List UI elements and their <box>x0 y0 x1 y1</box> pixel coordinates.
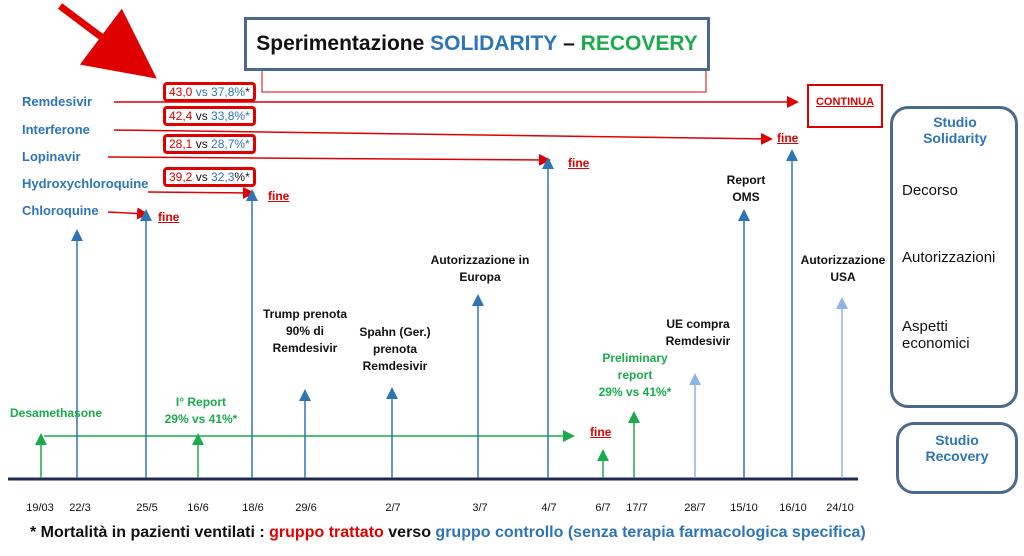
event-spahn: Spahn (Ger.) prenota Remdesivir <box>359 325 431 373</box>
title-prefix: Sperimentazione <box>256 32 425 55</box>
title-recovery: RECOVERY <box>580 32 698 55</box>
date-label: 28/7 <box>684 502 706 514</box>
lopinavir-arrow <box>107 153 551 166</box>
result-box-lopinavir: 28,1 vs 28,7%* <box>163 134 256 154</box>
date-label: 16/10 <box>779 502 807 514</box>
footnote-mid: verso <box>388 524 431 541</box>
asterisk: %* <box>234 170 250 184</box>
vs-text: vs <box>195 137 208 151</box>
drug-label-lopinavir: Lopinavir <box>22 149 81 164</box>
title-connector <box>261 71 707 93</box>
chloroquine-arrow <box>107 207 149 220</box>
first-report-title: I° Report <box>175 395 227 409</box>
solidarity-item-autorizzazioni: Autorizzazioni <box>902 249 996 266</box>
event-usa: Autorizzazione USA <box>800 253 886 284</box>
vs-text: vs <box>195 170 208 184</box>
result-box-interferone: 42,4 vs 33,8%* <box>163 106 256 126</box>
event-first-report: I° Report 29% vs 41%* <box>158 394 244 428</box>
asterisk: * <box>245 85 250 99</box>
solidarity-panel <box>890 106 1018 408</box>
footnote-treated: gruppo trattato <box>269 524 384 541</box>
footnote-control: gruppo controllo (senza terapia farmacol… <box>435 524 866 541</box>
control-value: 32,3 <box>211 170 235 184</box>
fine-interferone: fine <box>777 131 799 145</box>
event-trump: Trump prenota 90% di Remdesivir <box>262 307 347 355</box>
event-oms: Report OMS <box>726 173 766 204</box>
treated-value: 42,4 <box>169 109 193 123</box>
result-box-remdesivir: 43,0 vs 37,8%* <box>163 82 256 102</box>
drug-label-interferone: Interferone <box>22 122 90 137</box>
date-label: 24/10 <box>826 502 854 514</box>
result-box-hydroxychloroquine: 39,2 vs 32,3%* <box>163 167 256 187</box>
solidarity-panel-title: Studio Solidarity <box>923 114 987 146</box>
recovery-panel-title: Studio Recovery <box>925 432 989 464</box>
date-label: 16/6 <box>187 502 209 514</box>
continua-label: CONTINUA <box>807 84 883 128</box>
date-label: 3/7 <box>472 502 488 514</box>
drug-label-chloroquine: Chloroquine <box>22 203 99 218</box>
date-label: 15/10 <box>730 502 758 514</box>
date-label: 18/6 <box>242 502 264 514</box>
fine-lopinavir: fine <box>568 156 590 170</box>
control-value: 37,8% <box>211 85 246 99</box>
date-label: 2/7 <box>385 502 401 514</box>
recovery-panel <box>896 422 1018 494</box>
date-label: 25/5 <box>136 502 158 514</box>
solidarity-item-aspetti: Aspetti economici <box>902 318 970 352</box>
date-label: 29/6 <box>295 502 317 514</box>
event-europa: Autorizzazione in Europa <box>430 253 530 284</box>
treated-value: 39,2 <box>169 170 193 184</box>
event-preliminary-report: Preliminary report 29% vs 41%* <box>590 350 680 401</box>
fine-hydroxychloroquine: fine <box>268 189 290 203</box>
pointer-arrow <box>57 3 157 79</box>
vs-text: vs <box>195 85 208 99</box>
hcq-arrow <box>147 186 255 199</box>
drug-label-hydroxychloroquine: Hydroxychloroquine <box>22 176 149 191</box>
date-label: 22/3 <box>69 502 91 514</box>
date-label: 17/7 <box>626 502 648 514</box>
preliminary-value: 29% vs 41%* <box>598 385 672 399</box>
interferone-arrow <box>113 129 773 145</box>
control-value: 33,8%* <box>211 109 250 123</box>
date-label: 6/7 <box>595 502 611 514</box>
event-desamethasone: Desamethasone <box>10 406 103 420</box>
treated-value: 43,0 <box>169 85 193 99</box>
footnote: * Mortalità in pazienti ventilati : grup… <box>30 524 866 542</box>
event-ue: UE compra Remdesivir <box>665 317 731 348</box>
date-label: 19/03 <box>26 502 54 514</box>
chart-title: Sperimentazione SOLIDARITY – RECOVERY <box>244 17 710 71</box>
title-dash: – <box>563 32 575 55</box>
date-label: 4/7 <box>541 502 557 514</box>
footnote-prefix: * Mortalità in pazienti ventilati : <box>30 524 265 541</box>
preliminary-line2: report <box>617 368 653 382</box>
preliminary-line1: Preliminary <box>602 351 668 365</box>
treated-value: 28,1 <box>169 137 193 151</box>
fine-chloroquine: fine <box>158 210 180 224</box>
drug-label-remdesivir: Remdesivir <box>22 94 93 109</box>
control-value: 28,7%* <box>211 137 250 151</box>
first-report-value: 29% vs 41%* <box>164 412 238 426</box>
fine-recovery: fine <box>590 425 612 439</box>
solidarity-item-decorso: Decorso <box>902 182 958 199</box>
vs-text: vs <box>195 109 208 123</box>
title-solidarity: SOLIDARITY <box>430 32 558 55</box>
